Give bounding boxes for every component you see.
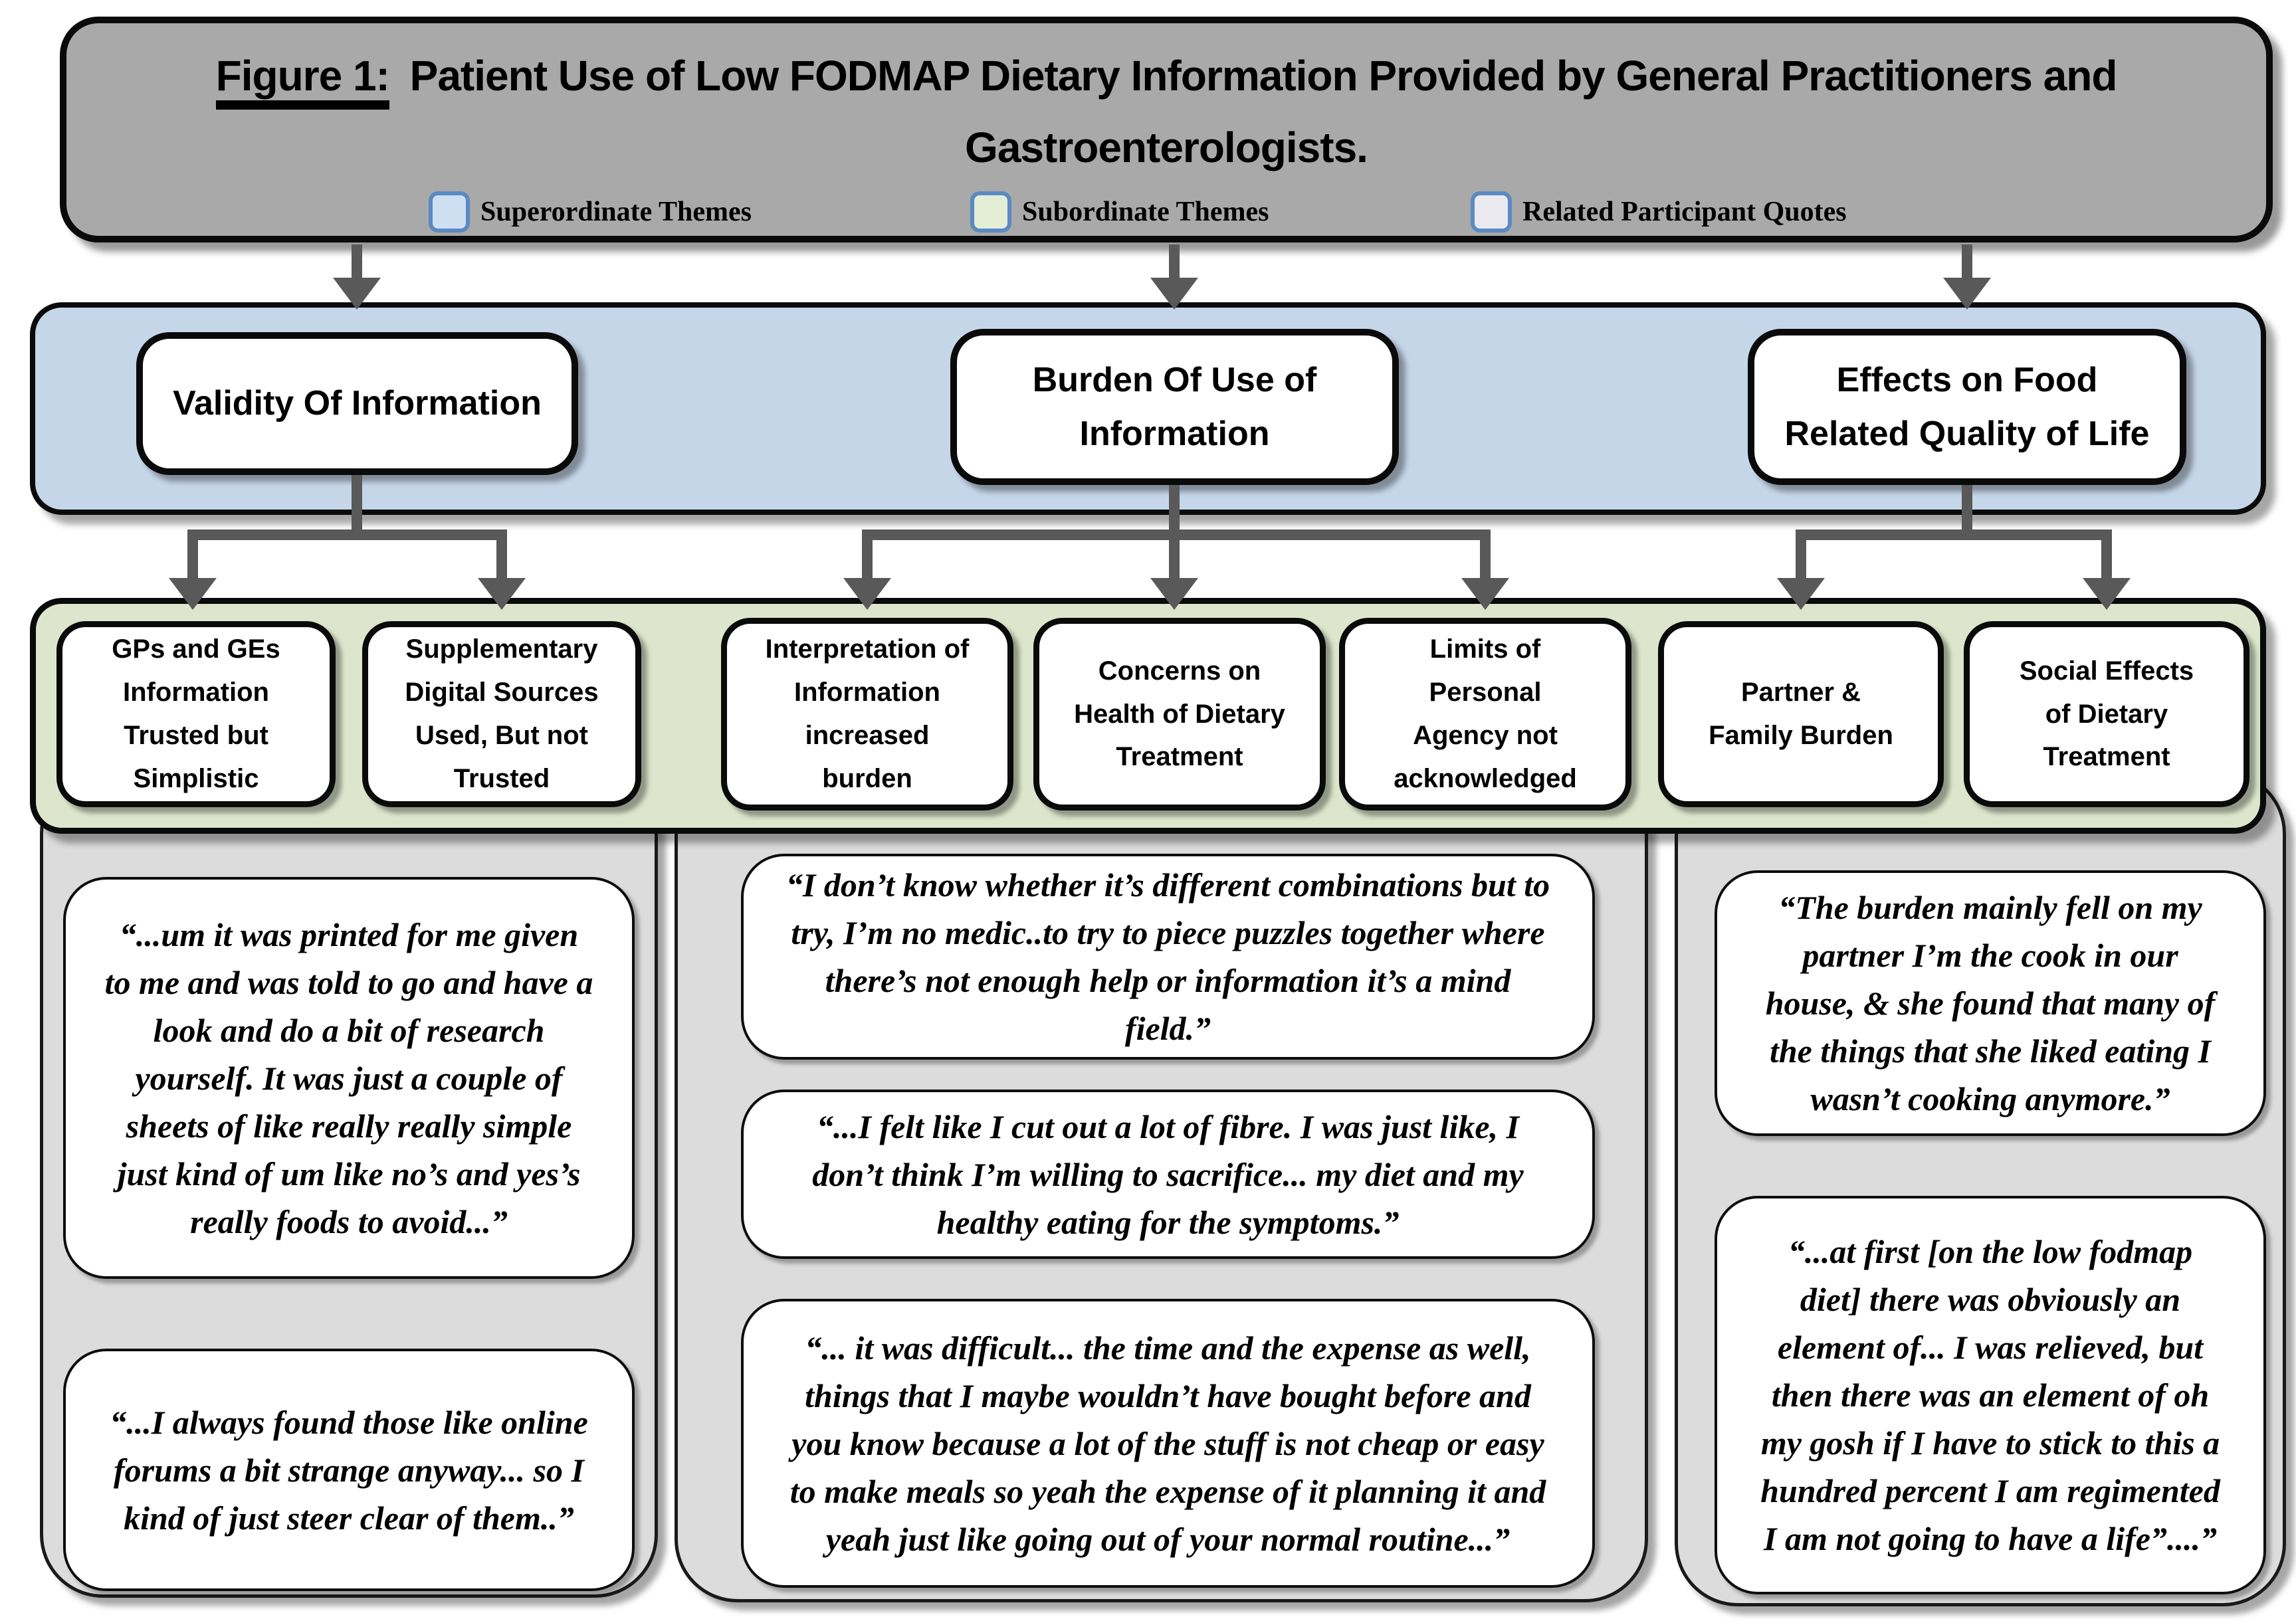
subordinate-theme-social-effects: Social Effects of Dietary Treatment [1964,621,2249,807]
connector-drop [1169,529,1180,579]
connector-stem [352,475,362,540]
connector-drop [862,529,873,579]
legend-item-superordinate: Superordinate Themes [429,190,752,234]
connector-bar [1796,529,2112,540]
arrow-down-icon [1150,278,1198,310]
connector-drop [496,529,507,579]
arrow-down-icon [1150,578,1198,610]
figure-title-line2: Gastroenterologists. [965,124,1368,171]
subordinate-theme-digital-sources: Supplementary Digital Sources Used, But … [362,621,641,807]
arrow-down-icon [1777,578,1825,610]
arrow-down-icon [169,578,217,610]
quote-validity-2: “...I always found those like online for… [63,1349,635,1591]
connector-drop [1796,529,1806,579]
legend-item-subordinate: Subordinate Themes [970,190,1269,234]
quote-food-qol-1: “The burden mainly fell on my partner I’… [1715,870,2266,1136]
legend-swatch-quotes-icon [1471,191,1512,233]
quote-burden-3: “... it was difficult... the time and th… [741,1299,1595,1588]
legend-label-subordinate: Subordinate Themes [1022,197,1269,227]
subordinate-theme-partner-family: Partner & Family Burden [1658,621,1944,807]
figure-title-line1: Figure 1: Patient Use of Low FODMAP Diet… [66,51,2266,110]
subordinate-theme-personal-agency: Limits of Personal Agency not acknowledg… [1339,618,1631,810]
connector-drop [187,529,198,579]
legend-label-quotes: Related Participant Quotes [1522,197,1847,227]
connector-drop [2101,529,2112,579]
arrow-down-icon [843,578,891,610]
quote-burden-1: “I don’t know whether it’s different com… [741,854,1595,1060]
legend-swatch-superordinate-icon [429,191,470,233]
connector-stem [1169,485,1180,540]
superordinate-theme-validity: Validity Of Information [136,332,578,475]
arrow-down-stem [1962,244,1972,281]
connector-drop [1480,529,1491,579]
arrow-down-stem [1169,244,1180,281]
legend-swatch-subordinate-icon [970,191,1011,233]
quote-validity-1: “...um it was printed for me given to me… [63,877,635,1279]
arrow-down-icon [1461,578,1509,610]
quote-burden-2: “...I felt like I cut out a lot of fibre… [741,1090,1595,1259]
arrow-down-icon [333,278,381,310]
arrow-down-icon [2083,578,2131,610]
quote-food-qol-2: “...at first [on the low fodmap diet] th… [1715,1196,2266,1594]
arrow-down-stem [352,244,362,281]
legend-item-quotes: Related Participant Quotes [1471,190,1847,234]
subordinate-theme-interpretation-burden: Interpretation of Information increased … [721,618,1013,810]
figure-title-text: Patient Use of Low FODMAP Dietary Inform… [398,52,2118,100]
figure-number-label: Figure 1: [215,52,390,110]
arrow-down-icon [478,578,526,610]
subordinate-theme-gp-ge-trusted: GPs and GEs Information Trusted but Simp… [56,621,336,807]
connector-stem [1962,485,1972,540]
superordinate-theme-food-qol: Effects on Food Related Quality of Life [1748,329,2186,485]
arrow-down-icon [1943,278,1991,310]
legend-label-superordinate: Superordinate Themes [480,197,752,227]
superordinate-theme-burden: Burden Of Use of Information [950,329,1399,485]
subordinate-theme-health-concerns: Concerns on Health of Dietary Treatment [1033,618,1326,810]
connector-bar [187,529,507,540]
